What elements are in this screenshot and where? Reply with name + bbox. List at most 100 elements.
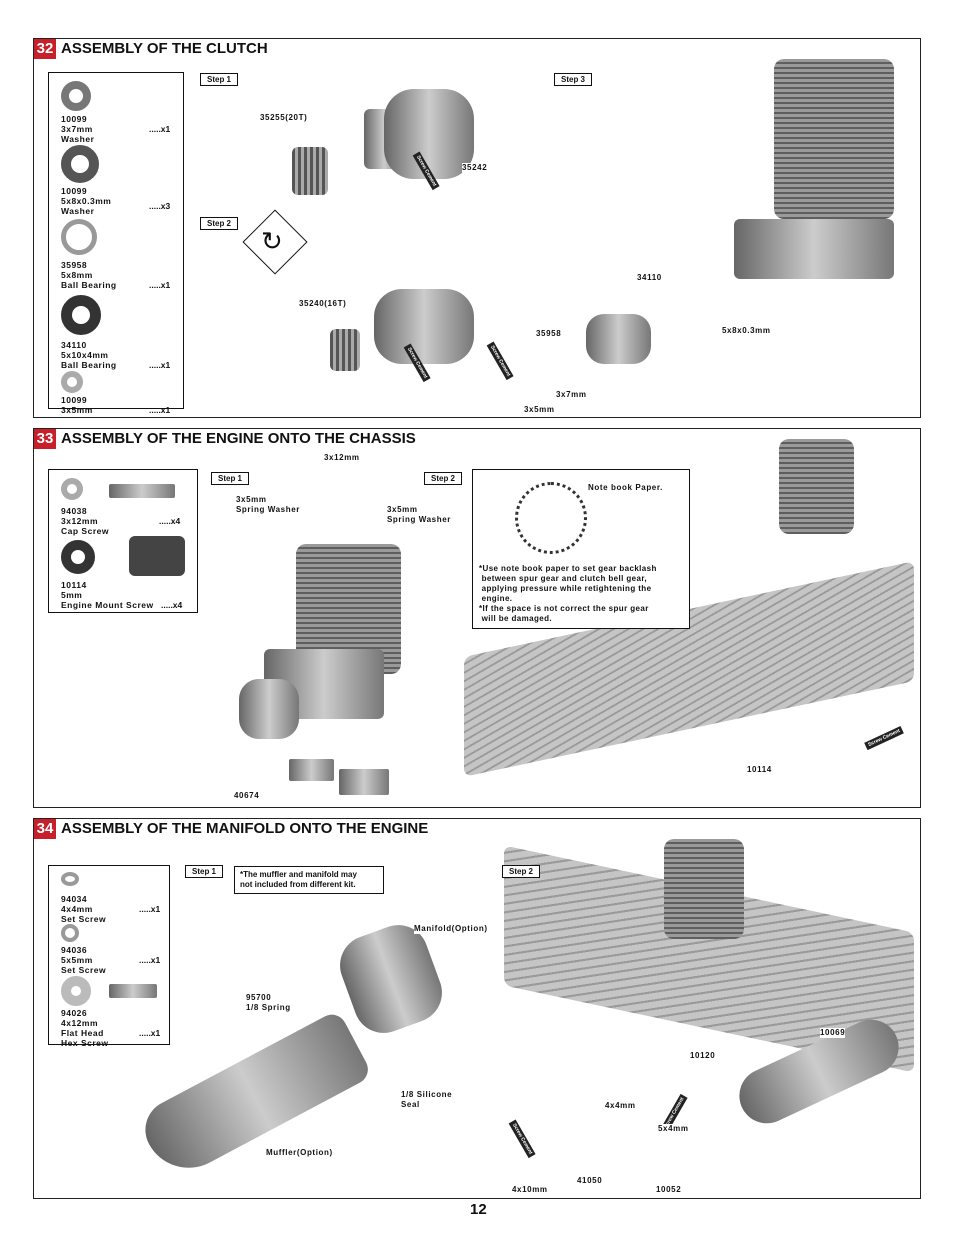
part-size: 4x4mm <box>61 904 93 914</box>
label-spring-washer: 3x5mm Spring Washer <box>236 495 300 515</box>
engine-cylinder-drawing <box>774 59 894 219</box>
label-3x12-screw: 3x12mm <box>324 453 360 463</box>
part-code: 10099 <box>61 395 88 405</box>
label-3x5: 3x5mm <box>524 405 555 415</box>
bearing-icon <box>61 219 97 255</box>
part-name: Engine Mount Screw <box>61 600 154 610</box>
step-2-label: Step 2 <box>200 217 239 230</box>
backlash-note-text: *Use note book paper to set gear backlas… <box>479 564 657 623</box>
part-size: 5mm <box>61 590 83 600</box>
label-10052: 10052 <box>656 1185 682 1195</box>
part-code: 10099 <box>61 186 88 196</box>
label-10120: 10120 <box>690 1051 716 1061</box>
label-41050: 41050 <box>577 1176 603 1186</box>
part-name: Flat Head Hex Screw <box>61 1028 109 1048</box>
part-size: 3x5mm <box>61 405 93 415</box>
engine-crankcase-drawing <box>734 219 894 279</box>
part-code: 35958 <box>61 260 88 270</box>
engine-mount-screw-icon <box>129 536 185 576</box>
part-size: 5x8x0.3mm <box>61 196 112 206</box>
part-qty: .....x1 <box>139 955 161 965</box>
part-qty: .....x1 <box>139 1028 161 1038</box>
section-title: Assembly of the Manifold onto the Engine <box>61 820 429 837</box>
clutch-drawing <box>239 679 299 739</box>
step-number: 33 <box>34 429 56 449</box>
screw-head-icon <box>61 371 83 393</box>
clutch-assembly-drawing <box>586 314 651 364</box>
part-qty: .....x1 <box>149 405 171 415</box>
label-spring-washer: 3x5mm Spring Washer <box>387 505 451 525</box>
clutch-bell-16t-drawing <box>374 289 474 364</box>
gear-20t-drawing <box>292 147 328 195</box>
step-number: 34 <box>34 819 56 839</box>
label-notebook-paper: Note book Paper. <box>588 483 663 493</box>
engine-mount-drawing <box>339 769 389 795</box>
label-40674: 40674 <box>234 791 260 801</box>
section-34: 34 Assembly of the Manifold onto the Eng… <box>33 818 921 1199</box>
label-gear-20t: 35255(20T) <box>260 113 308 123</box>
engine-mount-drawing <box>289 759 334 781</box>
step-2-label: Step 2 <box>424 472 463 485</box>
manifold-drawing <box>331 916 451 1042</box>
screw-head-icon <box>61 478 83 500</box>
step-2-label: Step 2 <box>502 865 541 878</box>
part-size: 5x10x4mm <box>61 350 109 360</box>
screw-icon <box>109 984 157 998</box>
part-code: 94026 <box>61 1008 88 1018</box>
part-size: 5x8mm <box>61 270 93 280</box>
bearing-icon <box>61 295 101 335</box>
part-name: Ball Bearing <box>61 280 117 290</box>
label-manifold: Manifold(Option) <box>414 924 488 934</box>
screw-cement-tag: Screw Cement <box>508 1119 536 1159</box>
part-qty: .....x1 <box>139 904 161 914</box>
label-10114: 10114 <box>747 765 772 775</box>
label-5x4: 5x4mm <box>658 1124 689 1134</box>
engine-on-chassis-drawing <box>664 839 744 939</box>
parts-list: 94038 3x12mm Cap Screw .....x4 10114 5mm… <box>48 469 198 613</box>
kit-note: *The muffler and manifold may not includ… <box>234 866 384 894</box>
part-code: 34110 <box>61 340 87 350</box>
step-1-label: Step 1 <box>200 73 239 86</box>
section-title: Assembly of the Clutch <box>61 40 268 57</box>
label-muffler: Muffler(Option) <box>266 1148 333 1158</box>
label-silicone-seal: 1/8 Silicone Seal <box>401 1090 453 1110</box>
engine-on-chassis-drawing <box>779 439 854 534</box>
part-name: Washer <box>61 134 95 144</box>
part-name: Washer <box>61 206 95 216</box>
step-1-label: Step 1 <box>211 472 250 485</box>
step-3-label: Step 3 <box>554 73 593 86</box>
set-screw-icon <box>61 872 79 886</box>
label-34110: 34110 <box>637 273 662 283</box>
screw-icon <box>109 484 175 498</box>
part-name: Set Screw <box>61 914 107 924</box>
part-size: 5x5mm <box>61 955 93 965</box>
part-code: 10114 <box>61 580 87 590</box>
part-qty: .....x1 <box>149 124 171 134</box>
part-code: 94034 <box>61 894 88 904</box>
part-qty: .....x1 <box>149 280 171 290</box>
spur-gear-drawing <box>515 482 587 554</box>
label-5x8-washer: 5x8x0.3mm <box>722 326 771 336</box>
screw-head-icon <box>61 540 95 574</box>
label-10069: 10069 <box>820 1028 846 1038</box>
washer-icon <box>61 145 99 183</box>
part-size: 4x12mm <box>61 1018 99 1028</box>
label-gear-16t: 35240(16T) <box>299 299 347 309</box>
parts-list: 10099 3x7mm Washer .....x1 10099 5x8x0.3… <box>48 72 184 415</box>
step-1-label: Step 1 <box>185 865 224 878</box>
section-title: Assembly of the Engine onto the Chassis <box>61 430 416 447</box>
screw-cement-tag: Screw Cement <box>864 725 905 751</box>
parts-list: 94034 4x4mm Set Screw .....x1 94036 5x5m… <box>48 865 170 1048</box>
part-size: 3x12mm <box>61 516 99 526</box>
washer-icon <box>61 81 91 111</box>
part-size: 3x7mm <box>61 124 93 134</box>
part-qty: .....x1 <box>149 360 171 370</box>
clutch-bell-drawing <box>384 89 474 179</box>
step-number: 32 <box>34 39 56 59</box>
section-32: 32 Assembly of the Clutch 10099 3x7mm Wa… <box>33 38 921 418</box>
label-spring: 95700 1/8 Spring <box>246 993 291 1013</box>
part-code: 94038 <box>61 506 88 516</box>
rotate-arrow-icon: ↻ <box>261 226 283 256</box>
part-name: Cap Screw <box>61 526 109 536</box>
gear-16t-drawing <box>330 329 360 371</box>
